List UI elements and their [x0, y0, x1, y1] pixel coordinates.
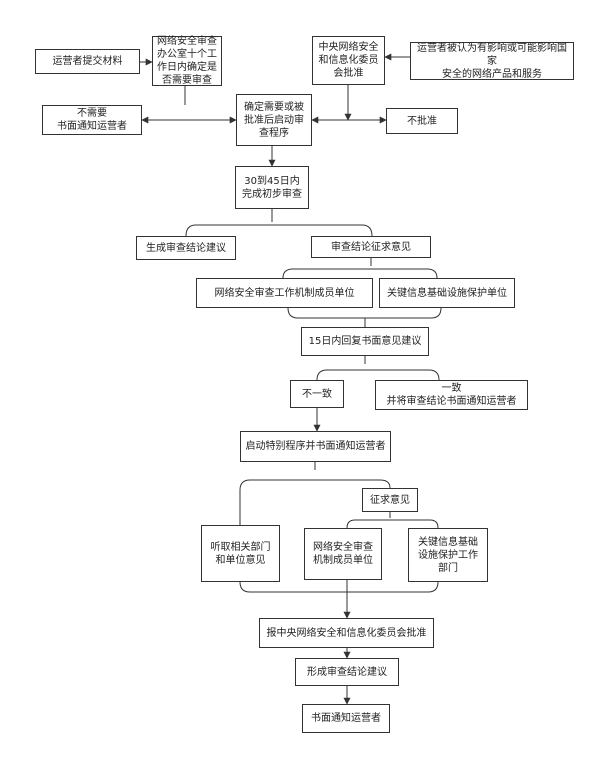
node-cac-committee: 中央网络安全 和信息化委员 会批准 — [312, 36, 385, 85]
node-consistent: 一致 并将审查结论书面通知运营者 — [375, 380, 528, 410]
node-form-conclusion-2: 形成审查结论建议 — [295, 658, 399, 686]
brace-initial-split — [185, 209, 373, 237]
node-reply-15-days: 15日内回复书面意见建议 — [301, 327, 429, 356]
node-member-units-2: 网络安全审查 机制成员单位 — [304, 528, 382, 580]
node-cii-protection-dept: 关键信息基础 设施保护工作 部门 — [408, 528, 488, 582]
node-start-review: 确定需要或被 批准后启动审 查程序 — [236, 94, 312, 146]
node-written-notice: 书面通知运营者 — [302, 704, 390, 733]
node-operator-submit: 运营者提交材料 — [35, 49, 140, 74]
node-solicit-opinions: 审查结论征求意见 — [311, 236, 431, 258]
brace-special-split — [239, 462, 391, 525]
node-operator-considered: 运营者被认为有影响或可能影响国家 安全的网络产品和服务 — [410, 42, 574, 80]
brace-solicit-split — [282, 258, 438, 279]
node-initial-review: 30到45日内 完成初步审查 — [235, 166, 309, 209]
node-form-conclusion: 生成审查结论建议 — [136, 236, 236, 260]
brace-merge-reply — [287, 307, 442, 327]
node-no-review-needed: 不需要 书面通知运营者 — [42, 105, 142, 135]
node-special-procedure: 启动特别程序并书面通知运营者 — [240, 431, 391, 462]
node-hear-departments: 听取相关部门 和单位意见 — [201, 525, 280, 582]
node-inconsistent: 不一致 — [290, 380, 344, 408]
node-solicit-opinions-2: 征求意见 — [362, 488, 418, 512]
node-cii-protection: 关键信息基础设施保护单位 — [379, 278, 515, 308]
brace-reply-split — [316, 356, 440, 381]
brace-merge-report — [239, 580, 439, 593]
node-cac-office: 网络安全审查 办公室十个工 作日内确定是 否需要审查 — [152, 36, 222, 86]
node-report-committee: 报中央网络安全和信息化委员会批准 — [259, 618, 434, 648]
node-member-units: 网络安全审查工作机制成员单位 — [196, 278, 373, 308]
brace-solicit2-split — [346, 512, 439, 529]
node-not-approved: 不批准 — [386, 108, 458, 134]
